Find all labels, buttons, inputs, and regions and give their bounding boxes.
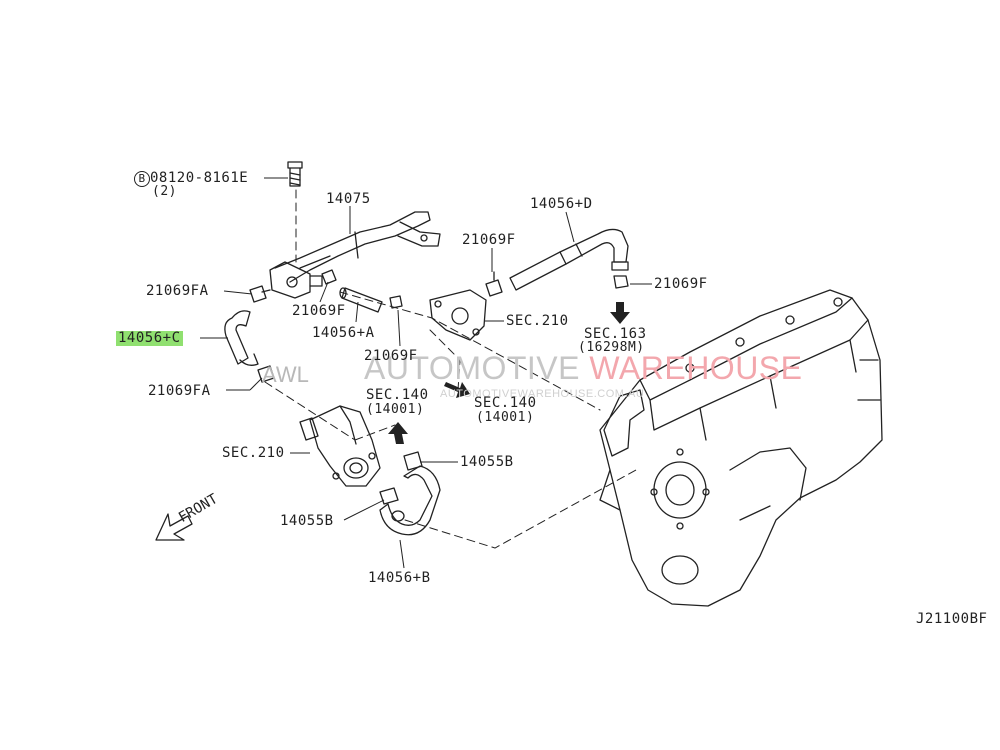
- label-14055b-left: 14055B: [280, 513, 334, 529]
- hose-14056-d: [509, 228, 629, 291]
- front-arrow-icon: [155, 513, 193, 541]
- clamp-21069f-top: [485, 271, 503, 297]
- label-21069fa-top: 21069FA: [146, 283, 209, 299]
- label-21069f-mid: 21069F: [292, 303, 346, 319]
- water-pipe-14075: [269, 211, 441, 299]
- label-sec140-right-sub: (14001): [476, 410, 535, 425]
- clamp-14055b-left: [379, 487, 399, 505]
- label-sec140-left-sub: (14001): [366, 402, 425, 417]
- label-21069f-lower: 21069F: [364, 348, 418, 364]
- label-21069fa-bottom: 21069FA: [148, 383, 211, 399]
- label-21069f-top: 21069F: [462, 232, 516, 248]
- arrow-up-icon: [388, 422, 408, 444]
- bolt-circle-marker: B: [134, 171, 150, 187]
- hose-14056-b: [379, 465, 441, 536]
- label-14056-a: 14056+A: [312, 325, 375, 341]
- label-sec163-sub: (16298M): [578, 340, 645, 355]
- watermark-url: AUTOMOTIVEWAREHOUSE.COM.AU: [440, 388, 645, 400]
- label-sec140-right: SEC.140: [474, 395, 537, 411]
- bolt-part-number: 08120-8161E: [150, 170, 249, 186]
- watermark-word-warehouse: WAREHOUSE: [589, 350, 803, 386]
- clamp-21069fa-top: [249, 285, 271, 303]
- watermark-word-automotive: AUTOMOTIVE: [364, 350, 580, 386]
- label-14055b-right: 14055B: [460, 454, 514, 470]
- hose-14056-a: [339, 287, 383, 313]
- label-21069f-right: 21069F: [654, 276, 708, 292]
- label-sec210-left: SEC.210: [222, 445, 285, 461]
- label-sec140-left: SEC.140: [366, 387, 429, 403]
- watermark-title: AUTOMOTIVE WAREHOUSE: [364, 350, 802, 387]
- clamp-21069f-mid: [321, 269, 403, 309]
- arrow-down-icon: [610, 302, 630, 324]
- water-outlet-sec210-left: [299, 405, 381, 487]
- label-14056-b: 14056+B: [368, 570, 431, 586]
- bolt-part: [287, 161, 303, 187]
- arrow-right-icon: [444, 382, 470, 398]
- label-sec210-right: SEC.210: [506, 313, 569, 329]
- label-14075: 14075: [326, 191, 371, 207]
- clamp-14055b-right: [403, 451, 423, 471]
- label-sec163: SEC.163: [584, 326, 647, 342]
- engine-block: [599, 289, 883, 607]
- label-bolt-qty: (2): [152, 184, 177, 199]
- diagram-id: J21100BF: [916, 611, 988, 627]
- label-14056-c-highlighted: 14056+C: [116, 330, 183, 346]
- label-14056-d: 14056+D: [530, 196, 593, 212]
- watermark-logo: AWL: [262, 362, 309, 387]
- hose-14056-c: [224, 310, 259, 366]
- clamp-21069f-right: [613, 275, 629, 289]
- flange-sec210-right: [429, 289, 487, 341]
